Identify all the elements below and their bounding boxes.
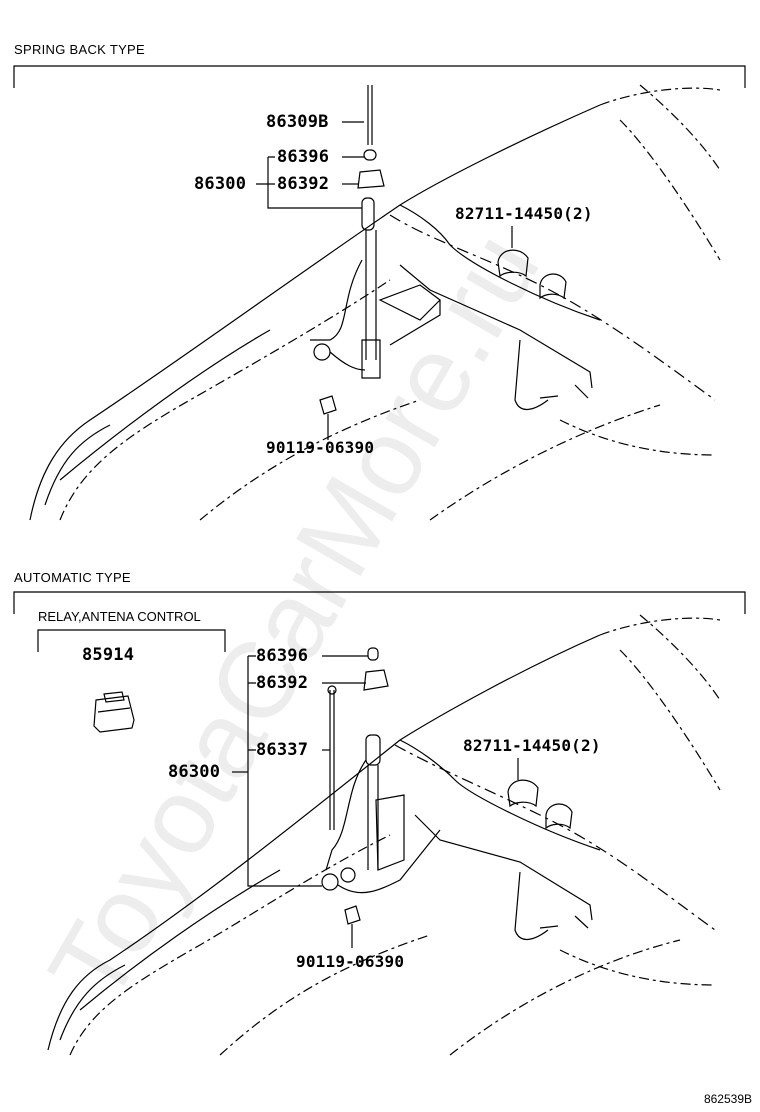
part-label-nut: 86396 [256, 646, 309, 666]
section1-title: SPRING BACK TYPE [14, 42, 145, 57]
section1-frame [13, 65, 746, 88]
diagram-id: 862539B [703, 1092, 752, 1106]
section2-clamps [507, 758, 573, 830]
relay-85914-drawing [93, 691, 135, 733]
section1-antenna [310, 85, 593, 440]
part-label-nut: 86396 [277, 147, 330, 167]
section2-leaders [232, 655, 368, 887]
section2-frame [13, 591, 746, 614]
section2-car-body [47, 614, 721, 1056]
section1-clamps [497, 226, 567, 300]
relay-bracket [37, 629, 226, 652]
part-label-relay: 85914 [82, 645, 135, 665]
part-label-clamp: 82711-14450(2) [455, 204, 593, 223]
part-label-pad: 86392 [256, 673, 309, 693]
part-label-rod: 86309B [266, 112, 329, 132]
section1-car-body [29, 84, 721, 521]
part-label-bolt: 90119-06390 [296, 952, 405, 971]
relay-note: RELAY,ANTENA CONTROL [38, 609, 201, 624]
part-label-pad: 86392 [277, 174, 330, 194]
part-label-bolt: 90119-06390 [266, 438, 375, 457]
part-label-rod: 86337 [256, 740, 309, 760]
section2-antenna [321, 647, 593, 948]
section2-title: AUTOMATIC TYPE [14, 570, 131, 585]
part-label-assembly: 86300 [194, 174, 247, 194]
section1-leaders [256, 121, 364, 209]
part-label-assembly: 86300 [168, 762, 221, 782]
part-label-clamp: 82711-14450(2) [463, 736, 601, 755]
